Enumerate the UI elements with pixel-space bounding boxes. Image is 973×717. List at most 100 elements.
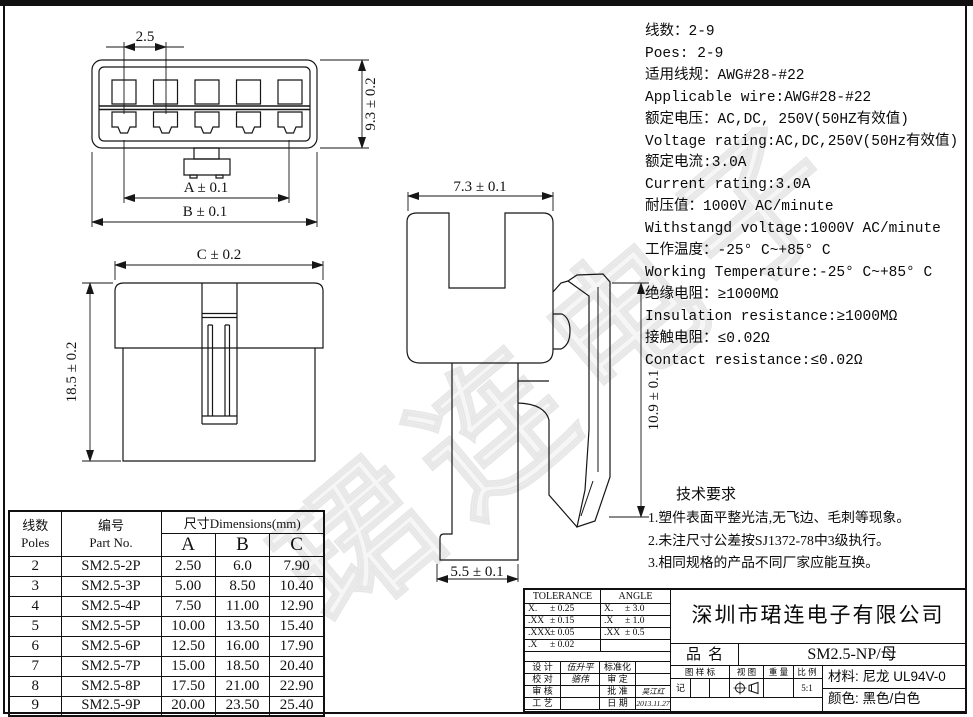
table-cell: 7.90 bbox=[269, 555, 325, 577]
dimensions-header: 尺寸Dimensions(mm) bbox=[160, 510, 325, 534]
table-cell: 11.00 bbox=[214, 595, 271, 617]
sheet-top-border bbox=[0, 0, 973, 6]
signature-label: 设 计 bbox=[525, 662, 561, 673]
product-name-label: 品名 bbox=[671, 644, 739, 665]
tolerance-filler-row bbox=[525, 652, 670, 662]
side-view-dimensions bbox=[407, 192, 649, 583]
table-cell: SM2.5-7P bbox=[60, 655, 162, 677]
table-cell: 15.40 bbox=[269, 615, 325, 637]
product-name-row: 品名 SM2.5-NP/母 bbox=[670, 644, 965, 666]
material-value: 材料: 尼龙 UL94V-0 bbox=[823, 666, 965, 689]
part-no-header: 编号 Part No. bbox=[60, 510, 162, 557]
spec-line: 耐压值：1000V AC/minute bbox=[645, 199, 834, 216]
table-cell: 22.90 bbox=[269, 675, 325, 697]
table-cell: 6.0 bbox=[214, 555, 271, 577]
side-view bbox=[407, 213, 610, 560]
tolerance-value: ± 0.15 bbox=[550, 616, 601, 627]
tech-requirements-items: 1.塑件表面平整光洁,无飞边、毛刺等现象。2.未注尺寸公差按SJ1372-78中… bbox=[648, 507, 968, 575]
dim-side-foot: 5.5 ± 0.1 bbox=[450, 564, 503, 580]
table-cell: 5.00 bbox=[160, 575, 216, 597]
table-cell: SM2.5-2P bbox=[60, 555, 162, 577]
signature-label: 批 准 bbox=[600, 686, 636, 697]
signature-label: 标准化 bbox=[600, 662, 636, 673]
tech-requirement-item: 3.相同规格的产品不同厂家应能互换。 bbox=[648, 555, 880, 571]
table-cell: 5 bbox=[8, 615, 62, 637]
spec-line: Insulation resistance:≥1000MΩ bbox=[645, 308, 898, 325]
scale-value: 5:1 bbox=[801, 683, 813, 693]
angle-label bbox=[601, 640, 625, 651]
table-cell: 12.50 bbox=[160, 635, 216, 657]
table-cell: 8 bbox=[8, 675, 62, 697]
spec-line: 适用线规：AWG#28-#22 bbox=[645, 67, 805, 84]
table-cell: 7 bbox=[8, 655, 62, 677]
signature-value: 骆伟 bbox=[561, 674, 600, 685]
signature-value bbox=[561, 686, 600, 697]
poles-table: 线数 Poles 编号 Part No. 尺寸Dimensions(mm) A … bbox=[8, 510, 325, 717]
spec-line: Contact resistance:≤0.02Ω bbox=[645, 352, 863, 369]
stamp-view-scale-labels: 图 样 标 视 图 重 量 比 例 bbox=[671, 666, 822, 679]
material-color-block: 材料: 尼龙 UL94V-0 颜色: 黑色/白色 bbox=[822, 666, 965, 711]
table-cell: 23.50 bbox=[214, 695, 271, 717]
tolerance-row: .XX± 0.15.X± 1.0 bbox=[525, 616, 670, 628]
signature-row: 审 核批 准吴江红 bbox=[525, 686, 670, 698]
signature-value: 2013.11.27 bbox=[636, 699, 670, 708]
angle-label: .XX bbox=[604, 628, 621, 638]
table-cell: 7.50 bbox=[160, 595, 216, 617]
table-cell: 15.00 bbox=[160, 655, 216, 677]
table-cell: 10.40 bbox=[269, 575, 325, 597]
part-no-header-en: Part No. bbox=[89, 534, 133, 550]
dim-front-pitch: 2.5 bbox=[136, 29, 155, 45]
signature-row: 设 计伍升平标准化 bbox=[525, 662, 670, 674]
poles-header-zh: 线数 bbox=[22, 517, 49, 533]
table-cell: 8.50 bbox=[214, 575, 271, 597]
table-cell: 9 bbox=[8, 695, 62, 717]
table-cell: 18.50 bbox=[214, 655, 271, 677]
signature-label: 工 艺 bbox=[525, 698, 561, 709]
table-cell: SM2.5-4P bbox=[60, 595, 162, 617]
stamp-cell-2 bbox=[710, 679, 730, 697]
dim-side-height: 10.9 ± 0.1 bbox=[646, 370, 662, 431]
table-cell: 2.50 bbox=[160, 555, 216, 577]
angle-value: ± 3.0 bbox=[625, 604, 645, 614]
tolerance-label: .XXX bbox=[528, 628, 551, 638]
tech-requirement-item: 1.塑件表面平整光洁,无飞边、毛刺等现象。 bbox=[648, 510, 911, 525]
tech-requirements-title: 技术要求 bbox=[676, 487, 737, 503]
col-c-header: C bbox=[269, 532, 325, 557]
tolerance-label: X. bbox=[528, 604, 538, 614]
angle-value: ± 1.0 bbox=[625, 616, 645, 626]
tolerance-label: .XX bbox=[528, 616, 545, 626]
table-cell: 6 bbox=[8, 635, 62, 657]
spec-line: 额定电流:3.0A bbox=[645, 155, 747, 172]
dim-front-height: 9.3 ± 0.2 bbox=[363, 77, 379, 130]
weight-value bbox=[764, 679, 794, 697]
angle-title: ANGLE bbox=[618, 591, 653, 602]
signature-label: 校 对 bbox=[525, 674, 561, 685]
table-cell: 25.40 bbox=[269, 695, 325, 717]
dim-rear-height: 18.5 ± 0.2 bbox=[64, 342, 80, 403]
spec-line: 绝缘电阻：≥1000MΩ bbox=[645, 286, 779, 303]
poles-table-subheader-row: A B C bbox=[9, 532, 325, 557]
poles-table-header-row: 线数 Poles 编号 Part No. 尺寸Dimensions(mm) bbox=[8, 510, 325, 557]
spec-line: 工作温度：-25° C~+85° C bbox=[645, 243, 831, 260]
stamp-label-2: 记 bbox=[671, 679, 691, 697]
weight-label: 重 量 bbox=[764, 666, 794, 678]
dim-front-b: B ± 0.1 bbox=[183, 204, 228, 220]
tolerance-value: ± 0.05 bbox=[550, 628, 601, 639]
product-name-value: SM2.5-NP/母 bbox=[807, 646, 897, 663]
table-cell: 2 bbox=[8, 555, 62, 577]
table-cell: 12.90 bbox=[269, 595, 325, 617]
front-view-dimensions bbox=[91, 42, 369, 227]
spec-line: Withstangd voltage:1000V AC/minute bbox=[645, 221, 941, 238]
table-cell: 21.00 bbox=[214, 675, 271, 697]
signature-label: 日 期 bbox=[600, 698, 636, 709]
